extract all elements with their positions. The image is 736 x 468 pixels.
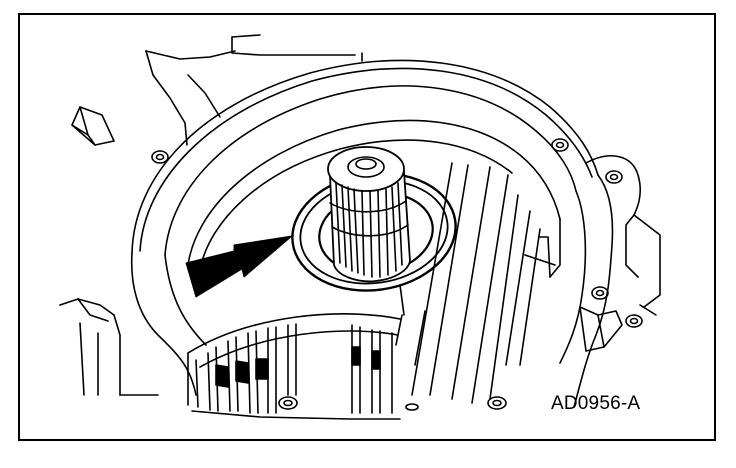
case-ribs bbox=[395, 162, 541, 404]
transmission-case-illustration bbox=[59, 34, 661, 420]
illustration-frame: AD0956-A bbox=[18, 13, 716, 441]
output-shaft-and-seal bbox=[291, 146, 457, 292]
bolt-holes bbox=[151, 138, 643, 411]
background-housing bbox=[145, 34, 363, 146]
arrow-pointing-right-up-icon bbox=[185, 235, 293, 298]
bracket-tab bbox=[71, 106, 115, 146]
lower-left-housing bbox=[59, 298, 159, 396]
figure-reference-code: AD0956-A bbox=[551, 393, 641, 414]
clutch-pack bbox=[187, 313, 401, 420]
mounting-ear bbox=[579, 155, 661, 352]
inner-bore bbox=[187, 119, 561, 278]
